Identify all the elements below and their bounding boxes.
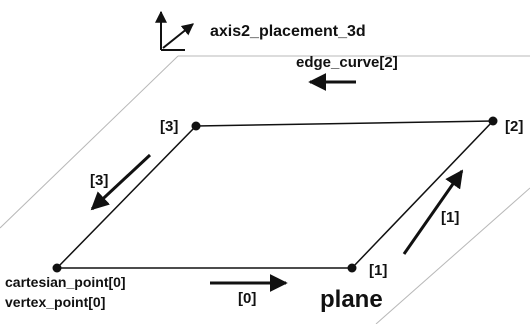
vertex-3 bbox=[191, 121, 201, 131]
vertices bbox=[52, 116, 498, 273]
vertex-2-label: [2] bbox=[505, 118, 523, 135]
axis-y-arrow bbox=[162, 23, 194, 49]
vertex-0-label-vertex: vertex_point[0] bbox=[5, 294, 105, 310]
plane-edge-left bbox=[0, 55, 179, 229]
vertex-1-label: [1] bbox=[369, 262, 387, 279]
vertex-0 bbox=[52, 263, 62, 273]
vertex-0-label-cartesian: cartesian_point[0] bbox=[5, 274, 126, 290]
edge-1-label: [1] bbox=[441, 209, 459, 226]
edge-3-label: [3] bbox=[90, 172, 108, 189]
edge-0-label: [0] bbox=[238, 290, 256, 307]
background-plane bbox=[0, 55, 530, 324]
axis-icon bbox=[155, 10, 194, 51]
edge-3 bbox=[56, 125, 197, 269]
edge-3-arrow bbox=[90, 153, 152, 211]
plane-edge-right bbox=[375, 187, 530, 324]
axis-label: axis2_placement_3d bbox=[210, 23, 366, 40]
edge-2 bbox=[195, 120, 494, 127]
edge-2-label: edge_curve[2] bbox=[296, 54, 398, 71]
direction-arrows bbox=[90, 73, 464, 292]
edge-1 bbox=[351, 120, 494, 269]
vertex-3-label: [3] bbox=[160, 118, 178, 135]
plane-label: plane bbox=[320, 286, 383, 313]
quad-edges bbox=[56, 120, 494, 269]
vertex-1 bbox=[347, 263, 357, 273]
edge-1-arrow bbox=[402, 169, 464, 255]
vertex-2 bbox=[488, 116, 498, 126]
